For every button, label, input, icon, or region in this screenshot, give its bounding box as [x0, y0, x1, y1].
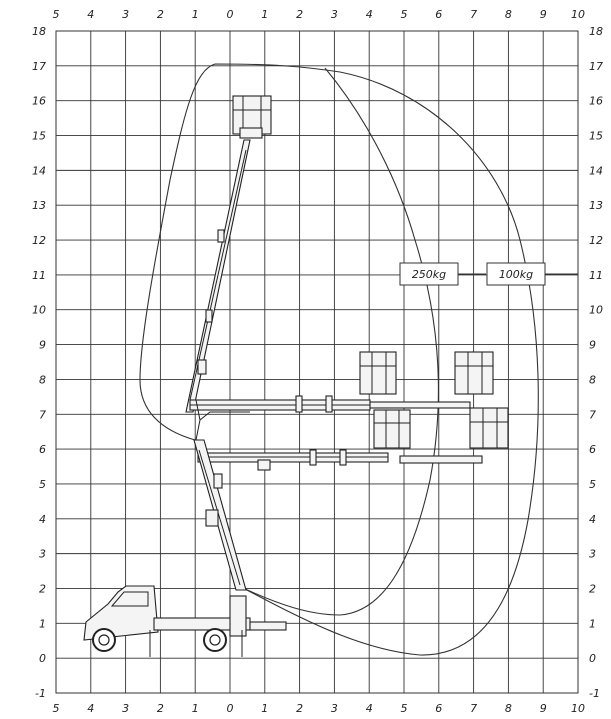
- y-tick-label-right: 18: [589, 25, 603, 38]
- truck: [83, 585, 287, 657]
- boom-y6: [197, 449, 483, 471]
- y-tick-label-left: 9: [39, 339, 46, 352]
- x-tick-label-bottom: 5: [401, 702, 408, 715]
- x-tick-label-top: 3: [331, 8, 338, 21]
- y-tick-label-right: 11: [589, 269, 603, 282]
- x-tick-label-top: 0: [227, 8, 234, 21]
- x-tick-label-bottom: 0: [227, 702, 234, 715]
- x-tick-label-top: 10: [571, 8, 585, 21]
- y-tick-label-left: 7: [39, 408, 46, 421]
- x-tick-label-top: 9: [540, 8, 547, 21]
- label-100kg: 100kg: [499, 268, 533, 281]
- y-tick-label-right: 10: [589, 304, 603, 317]
- y-tick-label-left: 13: [32, 199, 46, 212]
- y-tick-label-right: 9: [589, 339, 596, 352]
- y-tick-label-right: -1: [589, 687, 600, 700]
- x-tick-label-top: 7: [470, 8, 477, 21]
- y-tick-label-left: 17: [32, 60, 46, 73]
- x-tick-label-bottom: 2: [157, 702, 164, 715]
- x-tick-label-bottom: 1: [261, 702, 268, 715]
- y-tick-label-left: 8: [39, 373, 46, 386]
- y-tick-label-right: 5: [589, 478, 596, 491]
- label-box-100kg: [486, 262, 546, 286]
- basket-top: [232, 95, 272, 139]
- y-tick-label-left: 16: [32, 95, 46, 108]
- y-tick-label-right: 3: [589, 548, 596, 561]
- y-tick-label-right: 15: [589, 130, 603, 143]
- label-250kg: 250kg: [412, 268, 446, 281]
- y-tick-label-left: 14: [32, 164, 46, 177]
- x-tick-label-top: 1: [261, 8, 268, 21]
- x-tick-label-top: 1: [192, 8, 199, 21]
- x-tick-label-bottom: 7: [470, 702, 477, 715]
- y-tick-label-right: 1: [589, 617, 596, 630]
- y-tick-label-left: 5: [39, 478, 46, 491]
- y-tick-label-right: 17: [589, 60, 603, 73]
- x-tick-label-top: 5: [401, 8, 408, 21]
- lower-boom: [193, 399, 247, 591]
- x-tick-label-bottom: 6: [435, 702, 442, 715]
- y-tick-label-left: 18: [32, 25, 46, 38]
- y-tick-label-right: 8: [589, 373, 596, 386]
- x-tick-label-bottom: 5: [53, 702, 60, 715]
- y-tick-label-right: 7: [589, 408, 596, 421]
- upper-boom: [185, 139, 251, 413]
- y-tick-label-right: 6: [589, 443, 596, 456]
- x-tick-label-bottom: 3: [331, 702, 338, 715]
- envelope-250kg: [242, 67, 439, 616]
- basket-mid-right: [454, 351, 494, 395]
- x-tick-label-top: 8: [505, 8, 512, 21]
- y-tick-label-left: -1: [35, 687, 46, 700]
- basket-low-right: [469, 407, 509, 449]
- x-tick-label-top: 2: [296, 8, 303, 21]
- x-tick-label-top: 4: [366, 8, 373, 21]
- boom-y7: [189, 395, 471, 421]
- basket-mid-left: [359, 351, 397, 395]
- y-tick-label-left: 4: [39, 513, 46, 526]
- y-tick-label-left: 12: [32, 234, 46, 247]
- y-tick-label-right: 4: [589, 513, 596, 526]
- y-tick-label-right: 13: [589, 199, 603, 212]
- x-tick-label-top: 5: [53, 8, 60, 21]
- basket-low-left: [373, 409, 411, 449]
- x-tick-label-bottom: 4: [87, 702, 94, 715]
- x-tick-label-bottom: 10: [571, 702, 585, 715]
- y-tick-label-right: 2: [589, 582, 596, 595]
- x-tick-label-bottom: 3: [122, 702, 129, 715]
- y-tick-label-right: 14: [589, 164, 603, 177]
- y-tick-label-left: 6: [39, 443, 46, 456]
- y-tick-label-right: 16: [589, 95, 603, 108]
- y-tick-label-left: 15: [32, 130, 46, 143]
- x-tick-label-top: 3: [122, 8, 129, 21]
- envelope-100kg: [139, 63, 539, 656]
- y-tick-label-left: 10: [32, 304, 46, 317]
- y-tick-label-right: 12: [589, 234, 603, 247]
- y-tick-label-right: 0: [589, 652, 596, 665]
- x-tick-label-top: 4: [87, 8, 94, 21]
- x-tick-label-bottom: 1: [192, 702, 199, 715]
- y-tick-label-left: 3: [39, 548, 46, 561]
- x-tick-label-bottom: 8: [505, 702, 512, 715]
- x-tick-label-bottom: 2: [296, 702, 303, 715]
- x-tick-label-top: 2: [157, 8, 164, 21]
- y-tick-label-left: 0: [39, 652, 46, 665]
- label-box-250kg: [399, 262, 459, 286]
- y-tick-label-left: 2: [39, 582, 46, 595]
- y-tick-label-left: 11: [32, 269, 46, 282]
- x-tick-label-bottom: 9: [540, 702, 547, 715]
- y-tick-label-left: 1: [39, 617, 46, 630]
- x-tick-label-bottom: 4: [366, 702, 373, 715]
- x-tick-label-top: 6: [435, 8, 442, 21]
